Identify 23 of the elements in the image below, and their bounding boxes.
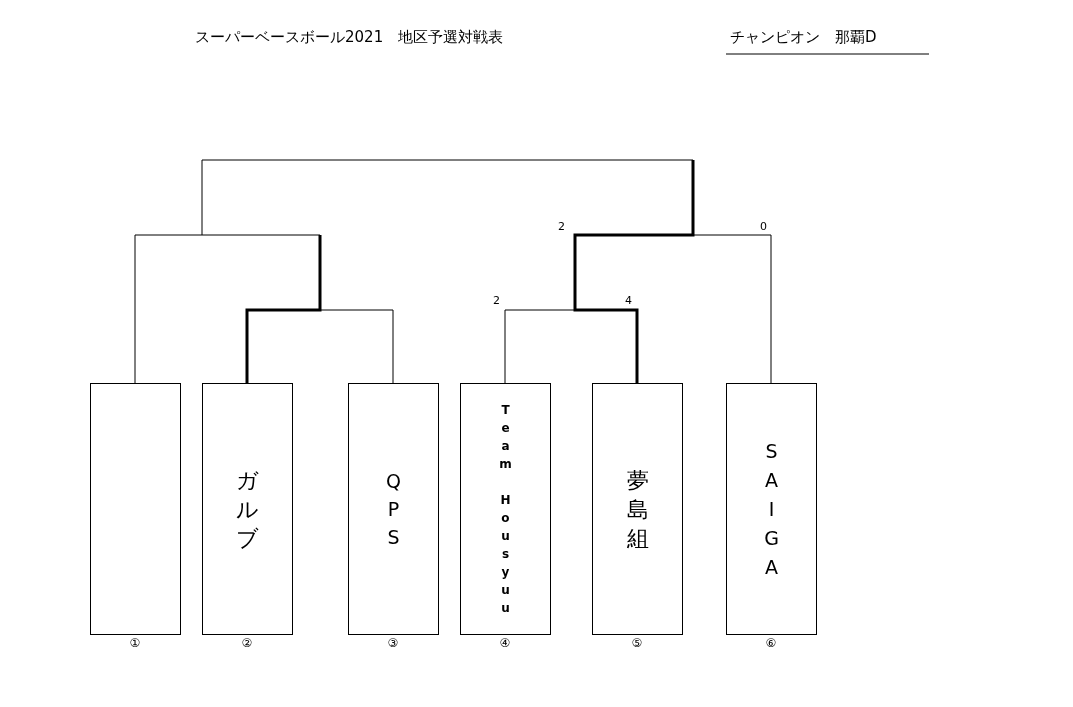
title: スーパーベースボール2021 地区予選対戦表 xyxy=(195,28,504,47)
score-label: 2 xyxy=(493,294,500,307)
team-box xyxy=(348,383,439,635)
team-name: Team Housyuu xyxy=(499,402,512,617)
team-name: ガルブ xyxy=(236,466,259,553)
seed-number: ⑥ xyxy=(764,636,778,650)
champion-label: チャンピオン 那覇D xyxy=(730,28,877,47)
score-label: 4 xyxy=(625,294,632,307)
team-box xyxy=(460,383,551,635)
seed-number: ⑤ xyxy=(630,636,644,650)
team-name: SAIGA xyxy=(764,438,779,580)
score-label: 0 xyxy=(760,220,767,233)
team-box xyxy=(726,383,817,635)
team-name: 夢島組 xyxy=(626,466,649,553)
seed-number: ② xyxy=(240,636,254,650)
team-name: QPS xyxy=(386,469,401,550)
score-label: 2 xyxy=(558,220,565,233)
seed-number: ③ xyxy=(386,636,400,650)
seed-number: ④ xyxy=(498,636,512,650)
team-box xyxy=(90,383,181,635)
team-box xyxy=(592,383,683,635)
team-box xyxy=(202,383,293,635)
seed-number: ① xyxy=(128,636,142,650)
